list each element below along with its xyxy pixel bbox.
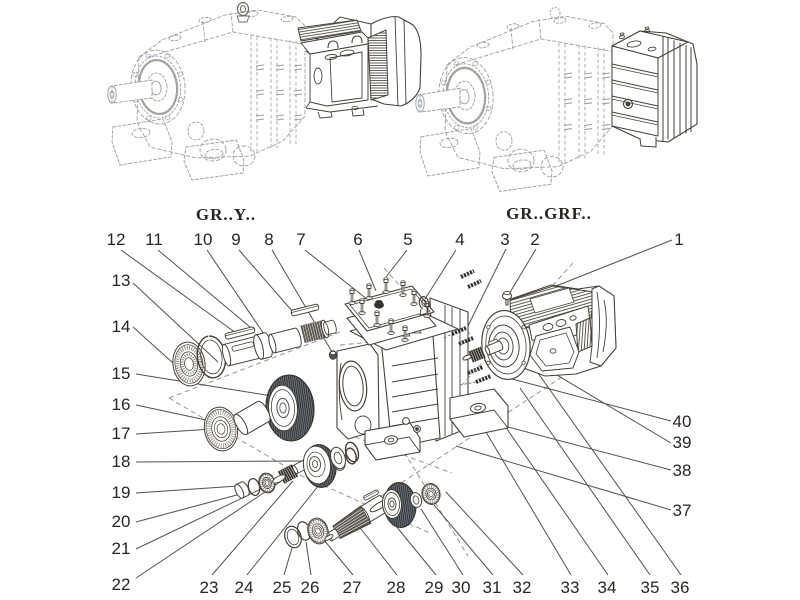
svg-text:35: 35 [641, 578, 660, 597]
svg-text:8: 8 [264, 230, 273, 249]
svg-text:19: 19 [112, 483, 131, 502]
svg-text:37: 37 [673, 501, 692, 520]
svg-text:13: 13 [112, 271, 131, 290]
svg-text:27: 27 [343, 578, 362, 597]
svg-text:1: 1 [674, 230, 683, 249]
svg-text:31: 31 [483, 578, 502, 597]
svg-text:39: 39 [673, 433, 692, 452]
svg-text:38: 38 [673, 461, 692, 480]
svg-text:9: 9 [231, 230, 240, 249]
svg-text:33: 33 [561, 578, 580, 597]
svg-text:GR..Y..: GR..Y.. [196, 205, 256, 224]
svg-text:2: 2 [530, 230, 539, 249]
svg-text:32: 32 [513, 578, 532, 597]
svg-text:28: 28 [387, 578, 406, 597]
svg-text:18: 18 [112, 452, 131, 471]
svg-text:22: 22 [112, 575, 131, 594]
svg-text:20: 20 [112, 512, 131, 531]
svg-text:23: 23 [200, 578, 219, 597]
svg-text:25: 25 [273, 578, 292, 597]
svg-text:3: 3 [500, 230, 509, 249]
svg-text:5: 5 [403, 230, 412, 249]
svg-text:4: 4 [455, 230, 464, 249]
svg-text:16: 16 [112, 395, 131, 414]
svg-text:34: 34 [598, 578, 617, 597]
svg-text:26: 26 [301, 578, 320, 597]
svg-text:15: 15 [112, 364, 131, 383]
svg-text:GR..GRF..: GR..GRF.. [506, 204, 592, 223]
svg-text:21: 21 [112, 539, 131, 558]
svg-text:30: 30 [452, 578, 471, 597]
svg-text:12: 12 [107, 230, 126, 249]
svg-text:14: 14 [112, 317, 131, 336]
svg-text:10: 10 [194, 230, 213, 249]
svg-text:40: 40 [673, 412, 692, 431]
svg-text:29: 29 [425, 578, 444, 597]
svg-text:36: 36 [671, 578, 690, 597]
svg-text:24: 24 [235, 578, 254, 597]
svg-text:6: 6 [353, 230, 362, 249]
svg-text:7: 7 [296, 230, 305, 249]
svg-text:11: 11 [145, 230, 163, 249]
svg-text:17: 17 [112, 424, 131, 443]
